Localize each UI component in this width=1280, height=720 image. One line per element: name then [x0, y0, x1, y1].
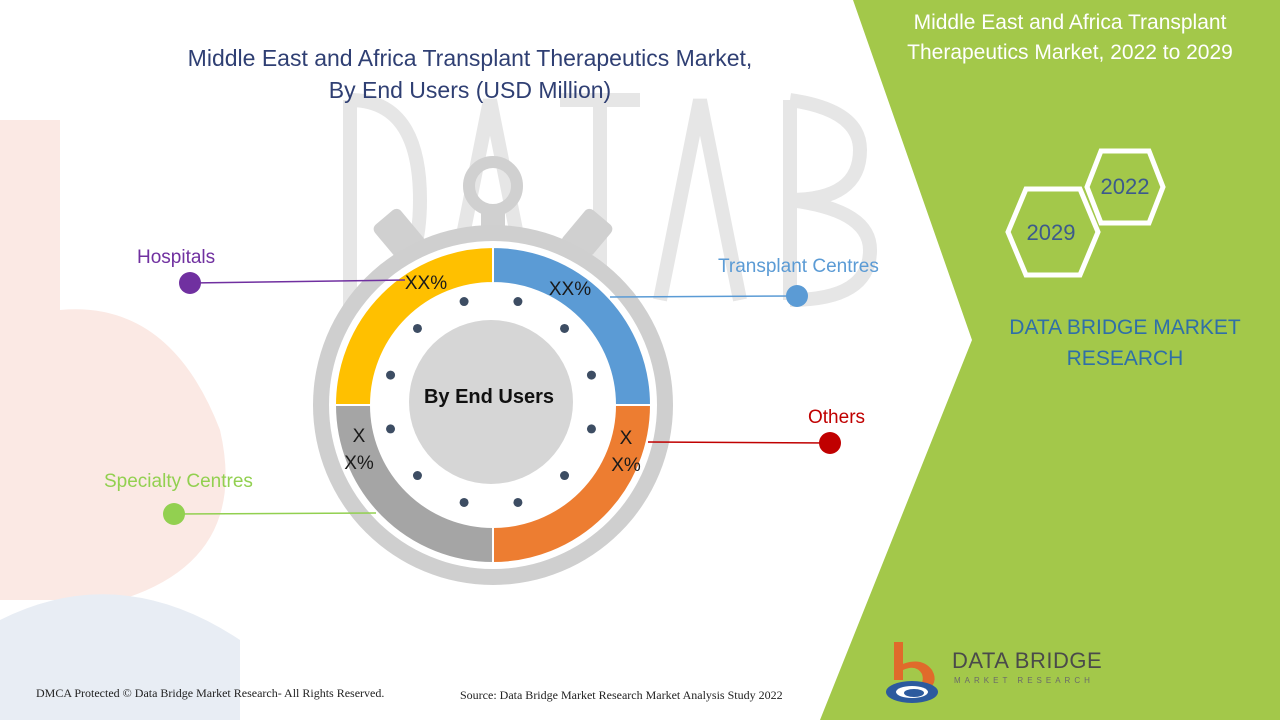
- center-disc: [409, 320, 573, 484]
- dial-dot: [412, 471, 422, 481]
- chart-title-line2: By End Users (USD Million): [328, 77, 612, 103]
- leader-line-others: [647, 441, 831, 444]
- value-label-others: XX%: [611, 428, 641, 476]
- value-label-hospitals: XX%: [404, 273, 448, 294]
- dial-dots-group: [386, 297, 596, 507]
- legend-hospitals: Hospitals: [137, 247, 216, 268]
- hexagon-2029-icon: [1005, 186, 1101, 278]
- dial-dot: [412, 323, 422, 333]
- leader-line-transplant-centres: [609, 295, 798, 298]
- value-label-specialty-centres: XX%: [344, 426, 374, 474]
- panel-title-line1: Middle East and Africa Transplant: [913, 11, 1227, 34]
- chart-title-line1: Middle East and Africa Transplant Therap…: [187, 45, 753, 71]
- leader-marker-hospitals: [179, 272, 201, 294]
- dial-dot: [459, 497, 469, 507]
- leader-line-specialty-centres: [173, 512, 377, 515]
- dial-dot: [513, 497, 523, 507]
- brand-line1: DATA BRIDGE MARKET: [1009, 316, 1241, 339]
- center-label: By End Users: [423, 386, 555, 408]
- logo-name: DATA BRIDGE: [952, 648, 1103, 673]
- legend-transplant-centres: Transplant Centres: [718, 256, 879, 277]
- dial-dot: [386, 424, 396, 434]
- copyright-text: DMCA Protected © Data Bridge Market Rese…: [36, 686, 385, 700]
- dial-dot: [560, 471, 570, 481]
- value-label-transplant-centres: XX%: [548, 279, 592, 300]
- leader-marker-specialty-centres: [163, 503, 185, 525]
- stopwatch-crown: [463, 156, 523, 216]
- dial-dot: [513, 297, 523, 307]
- panel-title: Middle East and Africa Transplant Therap…: [870, 8, 1270, 68]
- logo-tagline: MARKET RESEARCH: [954, 676, 1094, 685]
- brand-text: DATA BRIDGE MARKET RESEARCH: [985, 312, 1265, 374]
- dial-dot: [586, 370, 596, 380]
- logo-icon: [886, 642, 938, 703]
- leader-line-hospitals: [189, 279, 406, 284]
- panel-title-line2: Therapeutics Market, 2022 to 2029: [907, 41, 1233, 64]
- hexagon-2022-icon: [1084, 148, 1166, 226]
- leader-marker-transplant-centres: [786, 285, 808, 307]
- leader-lines-group: [163, 272, 841, 525]
- legend-others: Others: [808, 407, 866, 428]
- dial-dot: [586, 424, 596, 434]
- dial-dot: [386, 370, 396, 380]
- leader-marker-others: [819, 432, 841, 454]
- dial-dot: [560, 323, 570, 333]
- chart-title: Middle East and Africa Transplant Therap…: [120, 42, 820, 106]
- dial-dot: [459, 297, 469, 307]
- source-text: Source: Data Bridge Market Research Mark…: [460, 688, 783, 702]
- year-start-label: 2022: [1100, 174, 1150, 199]
- legend-specialty-centres: Specialty Centres: [104, 471, 253, 492]
- year-end-label: 2029: [1026, 220, 1076, 245]
- brand-line2: RESEARCH: [1066, 347, 1184, 370]
